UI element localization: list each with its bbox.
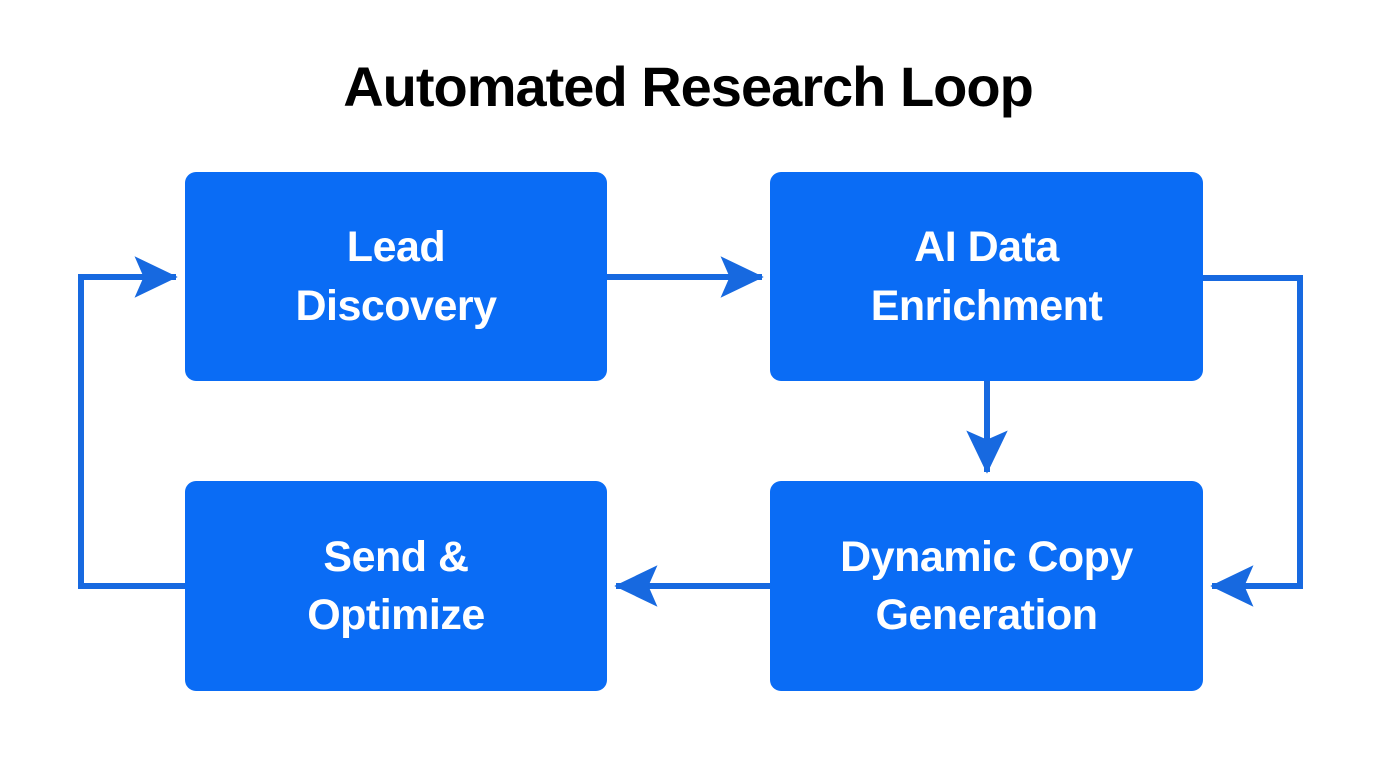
node-lead-discovery[interactable]: Lead Discovery bbox=[185, 172, 607, 381]
connector-enrichment-to-copy-loop bbox=[1203, 275, 1303, 607]
page-title: Automated Research Loop bbox=[343, 55, 1034, 118]
node-lead-discovery-label: Lead Discovery bbox=[295, 223, 497, 330]
connector-send-to-lead-loop bbox=[78, 256, 185, 589]
node-ai-enrichment[interactable]: AI Data Enrichment bbox=[770, 172, 1203, 381]
node-send-optimize-label: Send & Optimize bbox=[307, 532, 485, 639]
node-dynamic-copy[interactable]: Dynamic Copy Generation bbox=[770, 481, 1203, 691]
node-dynamic-copy-label: Dynamic Copy Generation bbox=[840, 532, 1133, 639]
node-ai-enrichment-label: AI Data Enrichment bbox=[870, 223, 1103, 330]
node-send-optimize[interactable]: Send & Optimize bbox=[185, 481, 607, 691]
